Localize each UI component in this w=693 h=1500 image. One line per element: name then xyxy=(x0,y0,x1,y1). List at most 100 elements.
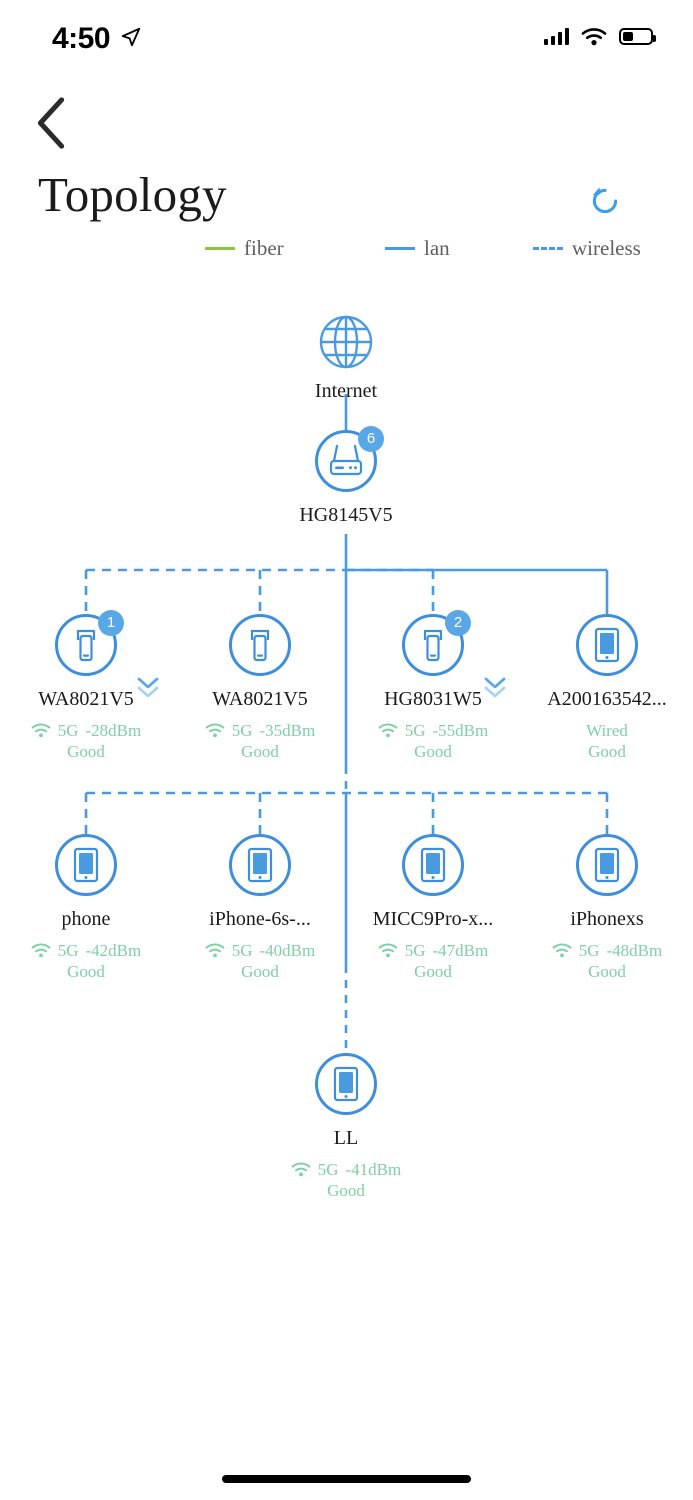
node-quality: Good xyxy=(241,962,279,982)
node-label: WA8021V5 xyxy=(212,688,308,710)
router-icon xyxy=(329,444,363,476)
node-quality: Good xyxy=(67,962,105,982)
node-label: phone xyxy=(61,908,111,930)
node-phone[interactable]: phone 5G -42dBm Good xyxy=(11,834,161,983)
node-micc9pro[interactable]: MICC9Pro-x... 5G -47dBm Good xyxy=(358,834,508,983)
back-button[interactable] xyxy=(28,96,76,150)
tablet-icon xyxy=(247,847,273,883)
node-band: 5G xyxy=(57,941,79,960)
node-band: 5G xyxy=(57,721,79,740)
globe-icon xyxy=(319,315,373,369)
location-arrow-icon xyxy=(121,27,141,47)
node-badge-count: 2 xyxy=(445,610,471,636)
node-ll[interactable]: LL 5G -41dBm Good xyxy=(271,1053,421,1202)
tablet-icon-circle[interactable] xyxy=(576,614,638,676)
node-label: iPhone-6s-... xyxy=(209,908,311,930)
wifi-signal-icon xyxy=(552,943,572,958)
tablet-icon-circle[interactable] xyxy=(576,834,638,896)
node-status: 5G -42dBm Good xyxy=(11,940,161,983)
tablet-icon-circle[interactable] xyxy=(315,1053,377,1115)
lan-line-swatch xyxy=(385,247,415,250)
wifi-signal-icon xyxy=(31,723,51,738)
repeater-icon-circle[interactable] xyxy=(229,614,291,676)
node-band: 5G xyxy=(231,941,253,960)
legend-item-lan: lan xyxy=(385,236,450,261)
page-title: Topology xyxy=(38,167,227,222)
node-wa8021v5-2[interactable]: WA8021V5 5G -35dBm Good xyxy=(185,614,335,763)
refresh-icon[interactable] xyxy=(588,184,622,218)
tablet-icon-circle[interactable] xyxy=(55,834,117,896)
repeater-icon-circle[interactable] xyxy=(55,614,117,676)
node-label: LL xyxy=(333,1127,359,1149)
node-status: Wired Good xyxy=(532,720,682,763)
node-iphonexs[interactable]: iPhonexs 5G -48dBm Good xyxy=(532,834,682,983)
tablet-icon xyxy=(333,1066,359,1102)
node-label: MICC9Pro-x... xyxy=(372,908,494,930)
status-bar-indicators xyxy=(544,22,656,50)
status-bar: 4:50 xyxy=(0,0,693,72)
node-signal: -28dBm xyxy=(85,721,142,740)
chevron-down-icon[interactable] xyxy=(479,672,511,702)
node-status: 5G -35dBm Good xyxy=(185,720,335,763)
wifi-signal-icon xyxy=(205,943,225,958)
status-bar-time: 4:50 xyxy=(52,22,111,55)
gateway-badge-count: 6 xyxy=(358,426,384,452)
legend-label-fiber: fiber xyxy=(244,236,284,260)
wifi-signal-icon xyxy=(378,723,398,738)
node-quality: Good xyxy=(588,962,626,982)
node-signal: -41dBm xyxy=(345,1160,402,1179)
battery-icon xyxy=(619,27,656,45)
node-iphone-6s[interactable]: iPhone-6s-... 5G -40dBm Good xyxy=(185,834,335,983)
node-band: Wired xyxy=(586,721,628,740)
node-band: 5G xyxy=(578,941,600,960)
fiber-line-swatch xyxy=(205,247,235,250)
node-label: iPhonexs xyxy=(570,908,644,930)
node-quality: Good xyxy=(414,962,452,982)
node-quality: Good xyxy=(241,742,279,762)
wifi-signal-icon xyxy=(378,943,398,958)
node-signal: -35dBm xyxy=(259,721,316,740)
node-gateway[interactable]: 6 HG8145V5 xyxy=(271,426,421,527)
node-status: 5G -40dBm Good xyxy=(185,940,335,983)
node-signal: -42dBm xyxy=(85,941,142,960)
repeater-icon xyxy=(76,629,96,662)
chevron-down-icon[interactable] xyxy=(132,672,164,702)
node-label: WA8021V5 xyxy=(38,688,134,710)
legend: fiber lan wireless xyxy=(0,236,693,262)
node-a200163542[interactable]: A200163542... Wired Good xyxy=(532,614,682,763)
node-quality: Good xyxy=(327,1181,365,1201)
cellular-signal-icon xyxy=(544,27,569,45)
tablet-icon xyxy=(594,847,620,883)
repeater-icon xyxy=(423,629,443,662)
node-quality: Good xyxy=(588,742,626,762)
node-band: 5G xyxy=(231,721,253,740)
node-signal: -47dBm xyxy=(432,941,489,960)
node-label-gateway: HG8145V5 xyxy=(299,504,393,526)
wifi-signal-icon xyxy=(205,723,225,738)
wifi-signal-icon xyxy=(31,943,51,958)
legend-item-fiber: fiber xyxy=(205,236,284,261)
node-hg8031w5[interactable]: 2 HG8031W5 5G -55dBm Good xyxy=(358,610,511,763)
legend-item-wireless: wireless xyxy=(533,236,641,261)
node-band: 5G xyxy=(317,1160,339,1179)
tablet-icon-circle[interactable] xyxy=(402,834,464,896)
node-quality: Good xyxy=(67,742,105,762)
node-status: 5G -47dBm Good xyxy=(358,940,508,983)
node-internet[interactable]: Internet xyxy=(271,313,421,403)
node-signal: -55dBm xyxy=(432,721,489,740)
node-signal: -40dBm xyxy=(259,941,316,960)
node-status: 5G -28dBm Good xyxy=(11,720,161,763)
node-wa8021v5-1[interactable]: 1 WA8021V5 5G -28dBm Good xyxy=(11,610,164,763)
node-quality: Good xyxy=(414,742,452,762)
node-label-internet: Internet xyxy=(314,380,378,402)
node-band: 5G xyxy=(404,941,426,960)
legend-label-lan: lan xyxy=(424,236,450,260)
tablet-icon-circle[interactable] xyxy=(229,834,291,896)
wifi-signal-icon xyxy=(291,1162,311,1177)
repeater-icon xyxy=(250,629,270,662)
tablet-icon xyxy=(73,847,99,883)
tablet-icon xyxy=(420,847,446,883)
node-status: 5G -55dBm Good xyxy=(358,720,508,763)
